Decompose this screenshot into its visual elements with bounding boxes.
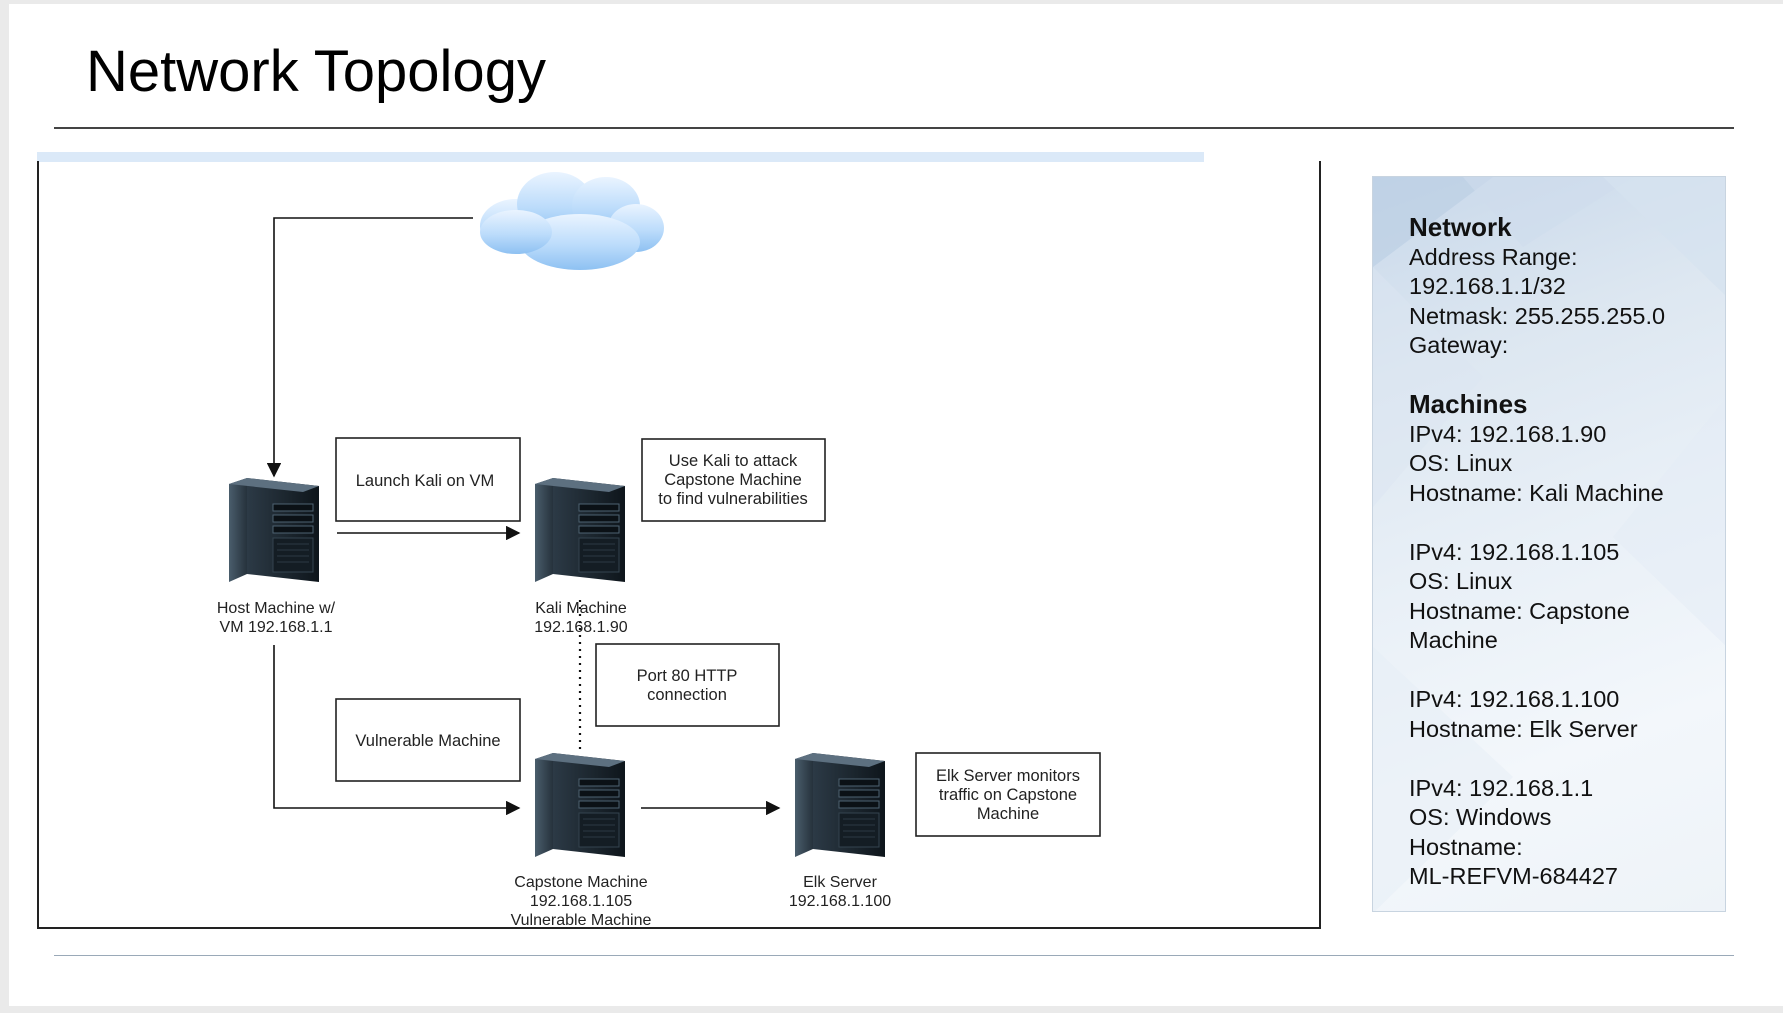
network-line: 192.168.1.1/32: [1409, 273, 1566, 299]
note-use-kali-line-3: to find vulnerabilities: [658, 490, 808, 508]
machine-line: OS: Windows: [1409, 804, 1552, 830]
note-launch-kali-text: Launch Kali on VM: [356, 472, 495, 490]
note-port80-line-2: connection: [647, 686, 727, 704]
machine-line: Hostname: Kali Machine: [1409, 479, 1664, 506]
machine-line: IPv4: 192.168.1.100: [1409, 686, 1620, 712]
host-label-1: Host Machine w/: [217, 600, 336, 617]
elk-label-2: 192.168.1.100: [789, 893, 891, 910]
connector-lines: [266, 217, 781, 816]
capstone-label-2: 192.168.1.105: [530, 893, 632, 910]
network-info-panel: Network Address Range: 192.168.1.1/32 Ne…: [1372, 176, 1726, 912]
internet-cloud-icon: [480, 172, 664, 270]
machine-line: OS: Linux: [1409, 568, 1513, 594]
note-use-kali-line-2: Capstone Machine: [664, 471, 802, 489]
capstone-label-3: Vulnerable Machine: [511, 912, 652, 929]
machines-heading: Machines: [1409, 389, 1528, 419]
note-use-kali-line-1: Use Kali to attack: [669, 452, 798, 470]
accent-bar: [37, 152, 1204, 162]
elk-label-1: Elk Server: [803, 874, 877, 891]
note-elk-line-3: Machine: [977, 805, 1039, 823]
note-vulnerable-text: Vulnerable Machine: [355, 732, 500, 750]
note-launch-kali-box: [335, 437, 521, 522]
machine-line: Hostname:: [1409, 833, 1523, 860]
cloud-to-host-arrow: [266, 217, 473, 478]
note-elk-box: [915, 752, 1101, 837]
host-to-capstone-arrow: [273, 645, 521, 816]
panel-background-pattern: [1373, 177, 1725, 911]
note-elk-line-1: Elk Server monitors: [936, 767, 1080, 785]
machine-line: Hostname: Elk Server: [1409, 715, 1638, 742]
network-heading: Network: [1409, 212, 1512, 242]
kali-label-2: 192.168.1.90: [534, 619, 628, 636]
network-line: Gateway:: [1409, 332, 1509, 358]
machine-line: IPv4: 192.168.1.1: [1409, 774, 1594, 801]
machine-line: OS: Linux: [1409, 450, 1513, 476]
kali-server-icon: [534, 477, 626, 583]
elk-server-icon: [794, 752, 886, 858]
note-use-kali-box: [641, 438, 826, 522]
footer-divider: [54, 955, 1734, 956]
machine-line: Hostname: Capstone: [1409, 597, 1630, 624]
machine-line: IPv4: 192.168.1.105: [1409, 538, 1620, 565]
machine-line: ML-REFVM-684427: [1409, 863, 1618, 889]
note-port80-box: [595, 643, 780, 727]
capstone-label-1: Capstone Machine: [514, 874, 648, 891]
slide-title: Network Topology: [86, 39, 546, 104]
title-divider: [54, 127, 1734, 129]
note-elk-line-2: traffic on Capstone: [939, 786, 1077, 804]
network-line: Address Range:: [1409, 243, 1578, 270]
host-server-icon: [228, 477, 320, 583]
kali-label-1: Kali Machine: [535, 600, 627, 617]
capstone-server-icon: [534, 752, 626, 858]
note-port80-line-1: Port 80 HTTP: [637, 667, 738, 685]
machine-line: IPv4: 192.168.1.90: [1409, 420, 1607, 447]
machine-line: Machine: [1409, 627, 1498, 653]
host-label-2: VM 192.168.1.1: [220, 619, 333, 636]
note-vulnerable-box: [335, 698, 521, 782]
diagram-frame: [37, 161, 1321, 929]
network-line: Netmask: 255.255.255.0: [1409, 302, 1666, 329]
